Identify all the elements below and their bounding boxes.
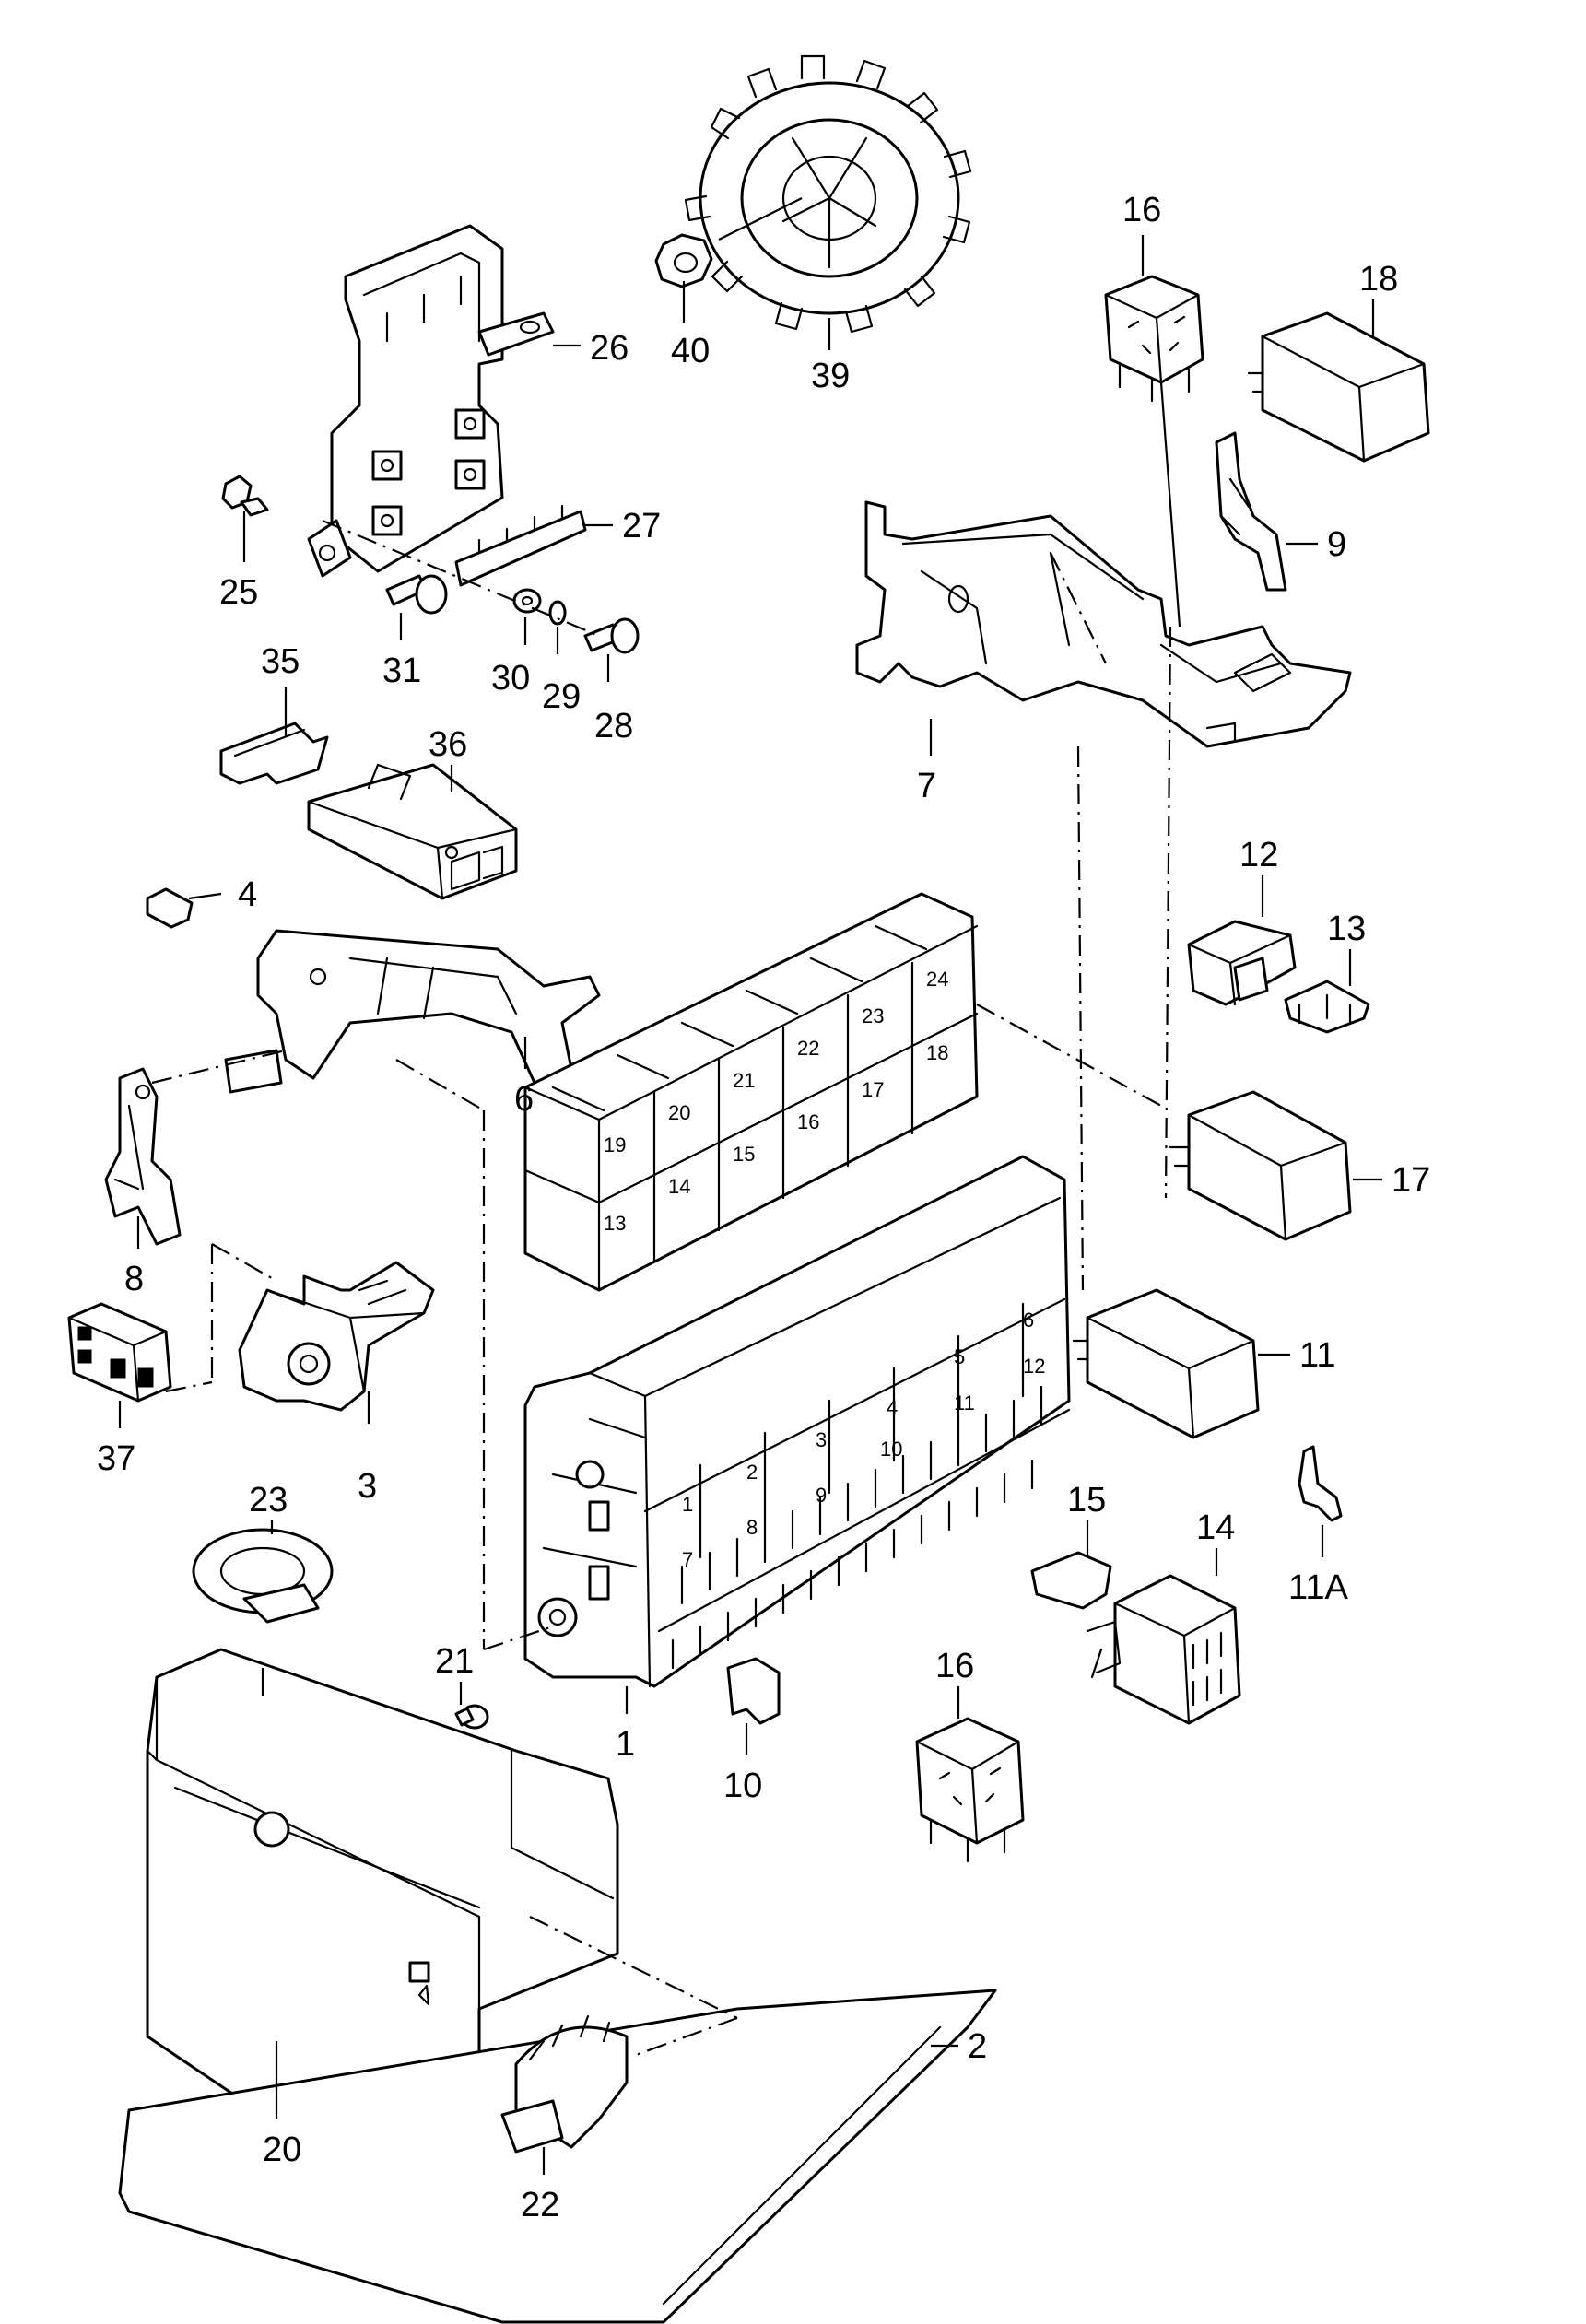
callout-1: 1 [616,1725,635,1764]
callout-18: 18 [1359,260,1398,299]
callout-3: 3 [358,1467,377,1506]
part-22-harness-clamp [500,2014,629,2154]
part-1-central-fuse-box [523,1155,1071,1688]
part-18-relay [1247,311,1430,463]
part-37-connector-block [67,1302,172,1403]
callout-16-top: 16 [1122,191,1161,229]
fuse-slot-label: 3 [816,1428,827,1451]
callout-27: 27 [622,507,661,546]
part-11-relay [1072,1288,1260,1439]
part-35-flat-fuse [219,722,329,785]
callout-labels: 16 18 40 39 26 27 25 31 30 29 28 9 7 35 … [97,191,1430,2224]
callout-4: 4 [238,875,257,914]
relay-slot-label: 16 [797,1110,819,1133]
callout-22: 22 [521,2186,559,2224]
part-20-lower-cover [146,1648,619,2213]
part-27-retaining-strip [454,504,587,587]
relay-slot-labels: 24 23 22 21 20 19 18 17 16 15 14 13 [604,968,948,1235]
callout-12: 12 [1239,836,1278,874]
callout-14: 14 [1196,1508,1235,1547]
fuse-slot-label: 8 [746,1516,758,1539]
relay-slot-label: 18 [926,1041,948,1064]
fuse-slot-label: 1 [682,1493,693,1516]
fuse-slot-label: 11 [954,1391,975,1414]
callout-30: 30 [491,659,530,698]
callout-29: 29 [542,677,581,716]
part-7-mounting-plate [855,500,1352,748]
part-28-screw [583,617,640,654]
part-40-hex-nut [654,233,713,288]
part-2-base-tray [118,1989,997,2324]
relay-carrier-block [523,892,979,1292]
callout-35: 35 [261,642,300,681]
fuse-slot-label: 6 [1023,1309,1034,1332]
callout-2: 2 [968,2027,987,2066]
part-31-bolt [385,574,448,615]
callout-6: 6 [514,1080,534,1119]
relay-slot-label: 14 [668,1175,690,1198]
relay-slot-label: 13 [604,1212,626,1235]
part-21-clip [454,1704,489,1730]
relay-slot-label: 21 [733,1069,755,1092]
callout-11A: 11A [1288,1568,1348,1607]
callout-9: 9 [1327,525,1346,564]
part-36-fuse-holder [307,763,518,900]
callout-23: 23 [249,1481,288,1520]
part-4-small-clip [146,887,194,929]
callout-10: 10 [723,1766,762,1805]
fuse-slot-label: 5 [954,1345,965,1368]
callout-20: 20 [263,2130,301,2169]
relay-slot-label: 23 [862,1004,884,1027]
part-10-clip [726,1657,781,1725]
callout-36: 36 [429,725,467,764]
callout-31: 31 [382,651,421,690]
callout-40: 40 [671,332,710,370]
callout-7: 7 [917,767,936,805]
relay-slot-label: 15 [733,1143,755,1166]
callout-21: 21 [435,1642,474,1681]
callout-25: 25 [219,573,258,612]
callout-13: 13 [1327,910,1366,948]
relay-slot-label: 17 [862,1078,884,1101]
fuse-slot-label: 7 [682,1548,693,1571]
callout-15: 15 [1067,1481,1106,1520]
part-14-relay-socket [1086,1574,1241,1725]
callout-39: 39 [811,357,850,395]
part-12-connector [1187,920,1297,1006]
part-8-side-bracket [104,1067,182,1246]
leader-lines [118,235,1382,2175]
part-26-relay-bracket [307,224,555,578]
callout-8: 8 [124,1260,144,1298]
part-29-spring-washer [548,600,567,626]
part-15-fuse [1030,1551,1112,1610]
callout-37: 37 [97,1439,135,1478]
callout-16-bottom: 16 [935,1647,974,1685]
part-39-harness-grommet [684,54,972,334]
part-9-bracket [1215,431,1287,592]
part-17-relay [1169,1090,1352,1241]
callout-11: 11 [1299,1336,1335,1375]
part-16-relay-socket-top [1104,275,1204,403]
part-6-mounting-bracket [224,929,601,1094]
fuse-slot-label: 10 [880,1438,902,1461]
part-3-relay-carrier [238,1261,435,1412]
fuse-slot-label: 4 [887,1396,898,1419]
part-16-relay-socket-bottom [915,1717,1025,1863]
relay-slot-label: 22 [797,1037,819,1060]
callout-17: 17 [1392,1161,1430,1200]
part-25-push-clip [221,475,269,517]
relay-slot-label: 24 [926,968,948,991]
fuse-slot-label: 12 [1023,1355,1045,1378]
callout-28: 28 [594,707,633,745]
callout-26: 26 [590,329,629,368]
relay-slot-label: 20 [668,1101,690,1124]
fuse-slot-labels: 1 2 3 4 5 6 7 8 9 10 11 12 [682,1309,1045,1571]
part-11A-clip [1298,1445,1343,1522]
part-23-grommet [192,1528,334,1624]
fuse-slot-label: 2 [746,1461,758,1484]
part-13-connector-insert [1284,980,1370,1034]
relay-slot-label: 19 [604,1133,626,1156]
fuse-slot-label: 9 [816,1484,827,1507]
